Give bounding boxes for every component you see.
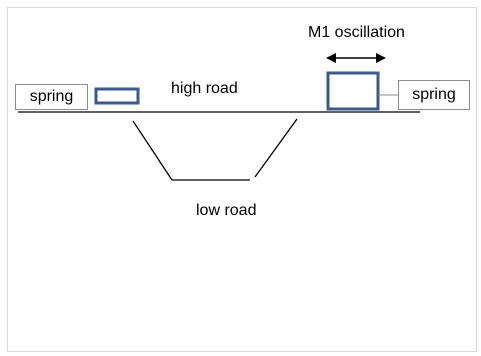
figure-frame xyxy=(7,7,477,352)
right-spring-box: spring xyxy=(398,80,470,110)
low-road-right-slope xyxy=(254,118,298,178)
low-road-label: low road xyxy=(196,202,257,219)
oscillation-arrow-right-head xyxy=(376,53,386,63)
left-spring-label: spring xyxy=(29,88,74,105)
low-road-left-slope xyxy=(132,120,173,181)
right-spring-label: spring xyxy=(412,86,456,103)
oscillation-label: M1 oscillation xyxy=(308,24,405,41)
m1-mass-block xyxy=(326,71,380,111)
left-spring-box: spring xyxy=(15,84,88,110)
high-road-label: high road xyxy=(171,80,238,97)
left-mass-block xyxy=(94,87,140,105)
oscillation-arrow-left-head xyxy=(326,53,336,63)
